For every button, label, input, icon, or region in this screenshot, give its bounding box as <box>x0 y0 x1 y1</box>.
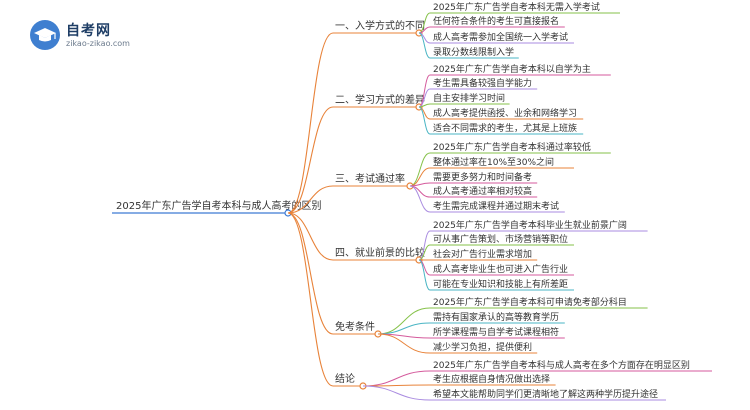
leaf-label: 录取分数线限制入学 <box>433 46 514 58</box>
leaf-label: 需要更多努力和时间备考 <box>433 171 532 183</box>
leaf-label: 可从事广告策划、市场营销等职位 <box>433 233 568 245</box>
leaf-connector <box>377 333 431 354</box>
leaf-label: 2025年广东广告学自考本科无需入学考试 <box>433 1 600 13</box>
leaf-label: 整体通过率在10%至30%之间 <box>433 156 554 168</box>
leaf-label: 成人高考需参加全国统一入学考试 <box>433 31 568 43</box>
branch-label: 结论 <box>335 372 355 385</box>
branch-label: 免考条件 <box>335 320 375 333</box>
leaf-label: 成人高考提供函授、业余和网络学习 <box>433 107 577 119</box>
leaf-label: 2025年广东广告学自考本科可申请免考部分科目 <box>433 296 627 308</box>
leaf-connector <box>362 385 431 401</box>
logo-title: 自考网 <box>66 23 111 39</box>
leaf-connector <box>418 32 431 59</box>
site-logo[interactable]: 自考网 zikao-zikao.com <box>30 18 200 52</box>
graduation-cap-icon <box>30 20 60 50</box>
leaf-connector <box>418 106 431 135</box>
branch-connector <box>287 32 334 214</box>
leaf-label: 社会对广告行业需求增加 <box>433 248 532 260</box>
leaf-label: 适合不同需求的考生，尤其是上班族 <box>433 122 577 134</box>
branch-connector <box>287 185 334 214</box>
leaf-label: 2025年广东广告学自考本科通过率较低 <box>433 141 591 153</box>
leaf-label: 成人高考毕业生也可进入广告行业 <box>433 263 568 275</box>
leaf-label: 2025年广东广告学自考本科毕业生就业前景广阔 <box>433 219 627 231</box>
leaf-connector <box>377 307 431 335</box>
leaf-label: 考生需具备较强自学能力 <box>433 77 532 89</box>
leaf-label: 2025年广东广告学自考本科以自学为主 <box>433 63 591 75</box>
leaf-label: 考生应根据自身情况做出选择 <box>433 373 550 385</box>
leaf-label: 2025年广东广告学自考本科与成人高考在多个方面存在明显区别 <box>433 359 690 371</box>
leaf-label: 成人高考通过率相对较高 <box>433 185 532 197</box>
leaf-connector <box>409 185 431 213</box>
leaf-label: 需持有国家承认的高等教育学历 <box>433 311 559 323</box>
branch-connector <box>287 212 334 387</box>
leaf-connector <box>418 259 431 291</box>
branch-connector <box>287 212 334 335</box>
leaf-label: 所学课程需与自学考试课程相符 <box>433 326 559 338</box>
root-label: 2025年广东广告学自考本科与成人高考的区别 <box>116 199 321 212</box>
leaf-connector <box>377 322 431 335</box>
branch-label: 四、就业前景的比较 <box>335 246 425 259</box>
leaf-label: 减少学习负担，提供便利 <box>433 341 532 353</box>
branch-label: 二、学习方式的差异 <box>335 93 425 106</box>
leaf-connector <box>362 370 431 387</box>
leaf-connector <box>409 152 431 187</box>
branch-label: 三、考试通过率 <box>335 172 405 185</box>
leaf-label: 自主安排学习时间 <box>433 92 505 104</box>
branch-connector <box>287 106 334 214</box>
branch-connector <box>287 212 334 261</box>
branch-label: 一、入学方式的不同 <box>335 19 425 32</box>
leaf-label: 希望本文能帮助同学们更清晰地了解这两种学历提升途径 <box>433 388 658 400</box>
leaf-label: 可能在专业知识和技能上有所差距 <box>433 278 568 290</box>
leaf-label: 任何符合条件的考生可直接报名 <box>433 15 559 27</box>
leaf-label: 考生需完成课程并通过期末考试 <box>433 200 559 212</box>
logo-url: zikao-zikao.com <box>66 39 130 48</box>
